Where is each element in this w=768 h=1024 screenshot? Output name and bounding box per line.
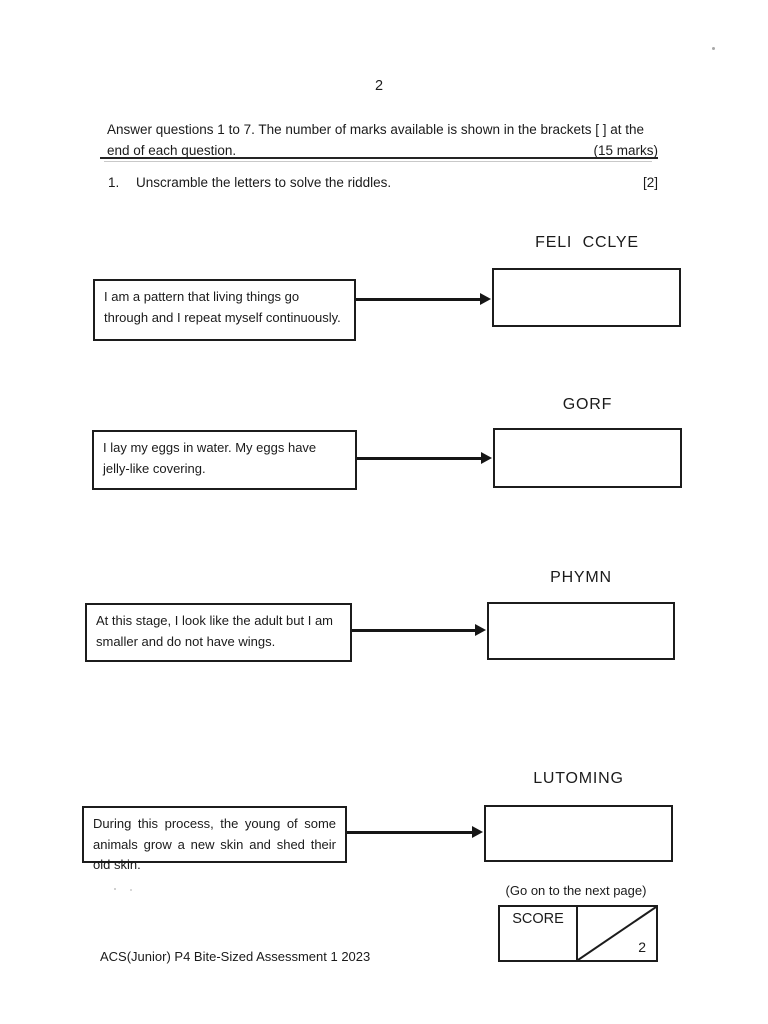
question-1: 1. Unscramble the letters to solve the r… (108, 175, 658, 190)
scan-speck (114, 888, 116, 890)
scrambled-word-3: PHYMN (550, 569, 612, 586)
total-marks: (15 marks) (593, 143, 658, 158)
instructions-block: Answer questions 1 to 7. The number of m… (107, 119, 658, 161)
next-page-note: (Go on to the next page) (505, 883, 647, 898)
answer-box-2[interactable] (493, 428, 682, 488)
arrow-right-icon (352, 624, 486, 636)
scrambled-word-2: GORF (562, 396, 613, 413)
riddle-clue-1: I am a pattern that living things go thr… (93, 279, 356, 341)
page-number: 2 (374, 78, 384, 94)
score-question-total: 2 (638, 939, 646, 955)
answer-box-3[interactable] (487, 602, 675, 660)
scrambled-word-4: LUTOMING (533, 770, 624, 787)
scrambled-word-1: FELI CCLYE (535, 234, 639, 251)
question-marks: [2] (642, 175, 658, 190)
answer-box-4[interactable] (484, 805, 673, 862)
question-text: Unscramble the letters to solve the ridd… (136, 175, 392, 190)
instructions-line1: Answer questions 1 to 7. The number of m… (107, 122, 645, 137)
instructions-line2: end of each question. (107, 143, 237, 158)
scan-speck (130, 889, 132, 891)
document-footer: ACS(Junior) P4 Bite-Sized Assessment 1 2… (100, 949, 371, 964)
riddle-clue-2: I lay my eggs in water. My eggs have jel… (92, 430, 357, 490)
answer-box-1[interactable] (492, 268, 681, 327)
score-label: SCORE (500, 907, 578, 960)
scan-speck (712, 47, 715, 50)
arrow-right-icon (357, 452, 492, 464)
question-number: 1. (108, 175, 120, 190)
score-box: SCORE 2 (498, 905, 658, 962)
instructions-underline-echo (104, 161, 652, 162)
score-cell: 2 (578, 907, 656, 960)
instructions-underline (100, 157, 658, 159)
arrow-right-icon (356, 293, 491, 305)
score-diagonal-line (578, 907, 656, 960)
riddle-clue-4: During this process, the young of some a… (82, 806, 347, 872)
arrow-right-icon (347, 826, 483, 838)
riddle-clue-3: At this stage, I look like the adult but… (85, 603, 352, 662)
